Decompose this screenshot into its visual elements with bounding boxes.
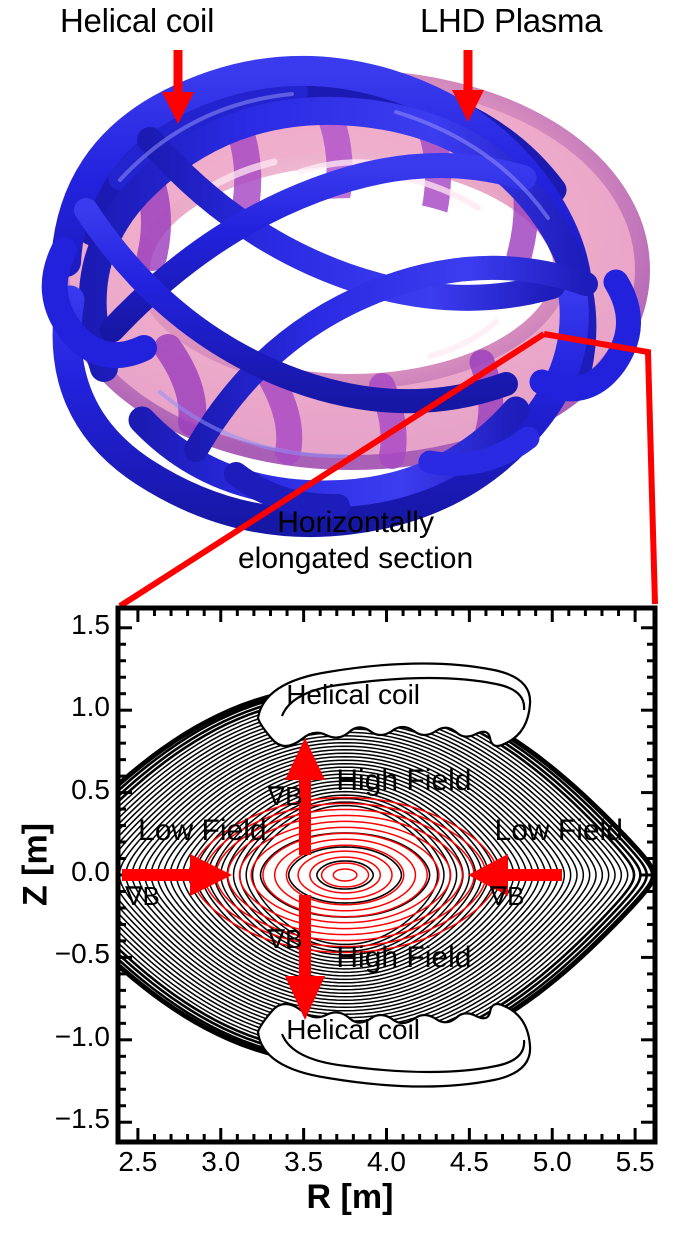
callout-label-lhd-plasma: LHD Plasma — [420, 2, 603, 39]
cross-section-plot — [115, 605, 658, 1145]
annotation-gradB-right: ∇B — [489, 881, 525, 912]
annotation-high-field-lower: High Field — [336, 940, 472, 974]
annotation-gradB-up: ∇B — [267, 780, 303, 811]
section-caption-line2: elongated section — [238, 542, 474, 575]
annotation-low-field-left: Low Field — [138, 813, 267, 847]
y-tick-label: 0.5 — [71, 773, 110, 805]
coil-outline-upper — [256, 662, 532, 748]
x-tick-label: 4.5 — [449, 1146, 489, 1177]
callout-arrow-lhd-plasma — [452, 50, 484, 122]
annotation-gradB-down: ∇B — [267, 923, 303, 954]
y-tick-label: −0.5 — [54, 938, 110, 970]
y-tick-label: 1.5 — [71, 608, 110, 640]
y-tick-label: −1.0 — [54, 1020, 110, 1052]
x-tick-label: 4.0 — [367, 1146, 406, 1177]
gradB-arrow-left-inward — [122, 854, 232, 896]
section-caption-line1: Horizontally — [277, 506, 434, 539]
y-tick-label: −1.5 — [54, 1103, 110, 1135]
section-caption: Horizontally elongated section — [238, 505, 473, 577]
x-tick-label: 3.5 — [284, 1146, 324, 1177]
lhd-3d-torus — [41, 55, 650, 538]
x-tick-label: 2.5 — [118, 1146, 158, 1177]
gradB-arrow-down — [285, 895, 325, 1020]
y-tick-label: 1.0 — [71, 691, 110, 723]
y-tick-label: 0.0 — [71, 856, 110, 887]
gradB-arrow-up — [285, 738, 325, 855]
annotation-helical-coil-upper: Helical coil — [286, 679, 421, 710]
coil-outline-lower — [256, 1002, 532, 1088]
annotation-helical-coil-lower: Helical coil — [286, 1013, 421, 1045]
annotation-high-field-upper: High Field — [336, 764, 472, 798]
callout-label-helical-coil: Helical coil — [60, 2, 215, 39]
section-connector-lines — [118, 331, 658, 609]
x-tick-label: 3.0 — [201, 1146, 241, 1177]
annotation-gradB-left: ∇B — [125, 881, 160, 912]
x-tick-label: 5.0 — [532, 1146, 572, 1177]
annotation-low-field-right: Low Field — [494, 813, 623, 847]
x-axis-title: R [m] — [306, 1178, 394, 1216]
x-tick-label: 5.5 — [615, 1146, 655, 1177]
callout-arrow-helical-coil — [162, 50, 194, 124]
gradB-arrow-right-inward — [468, 854, 562, 896]
helical-coils — [41, 55, 641, 538]
